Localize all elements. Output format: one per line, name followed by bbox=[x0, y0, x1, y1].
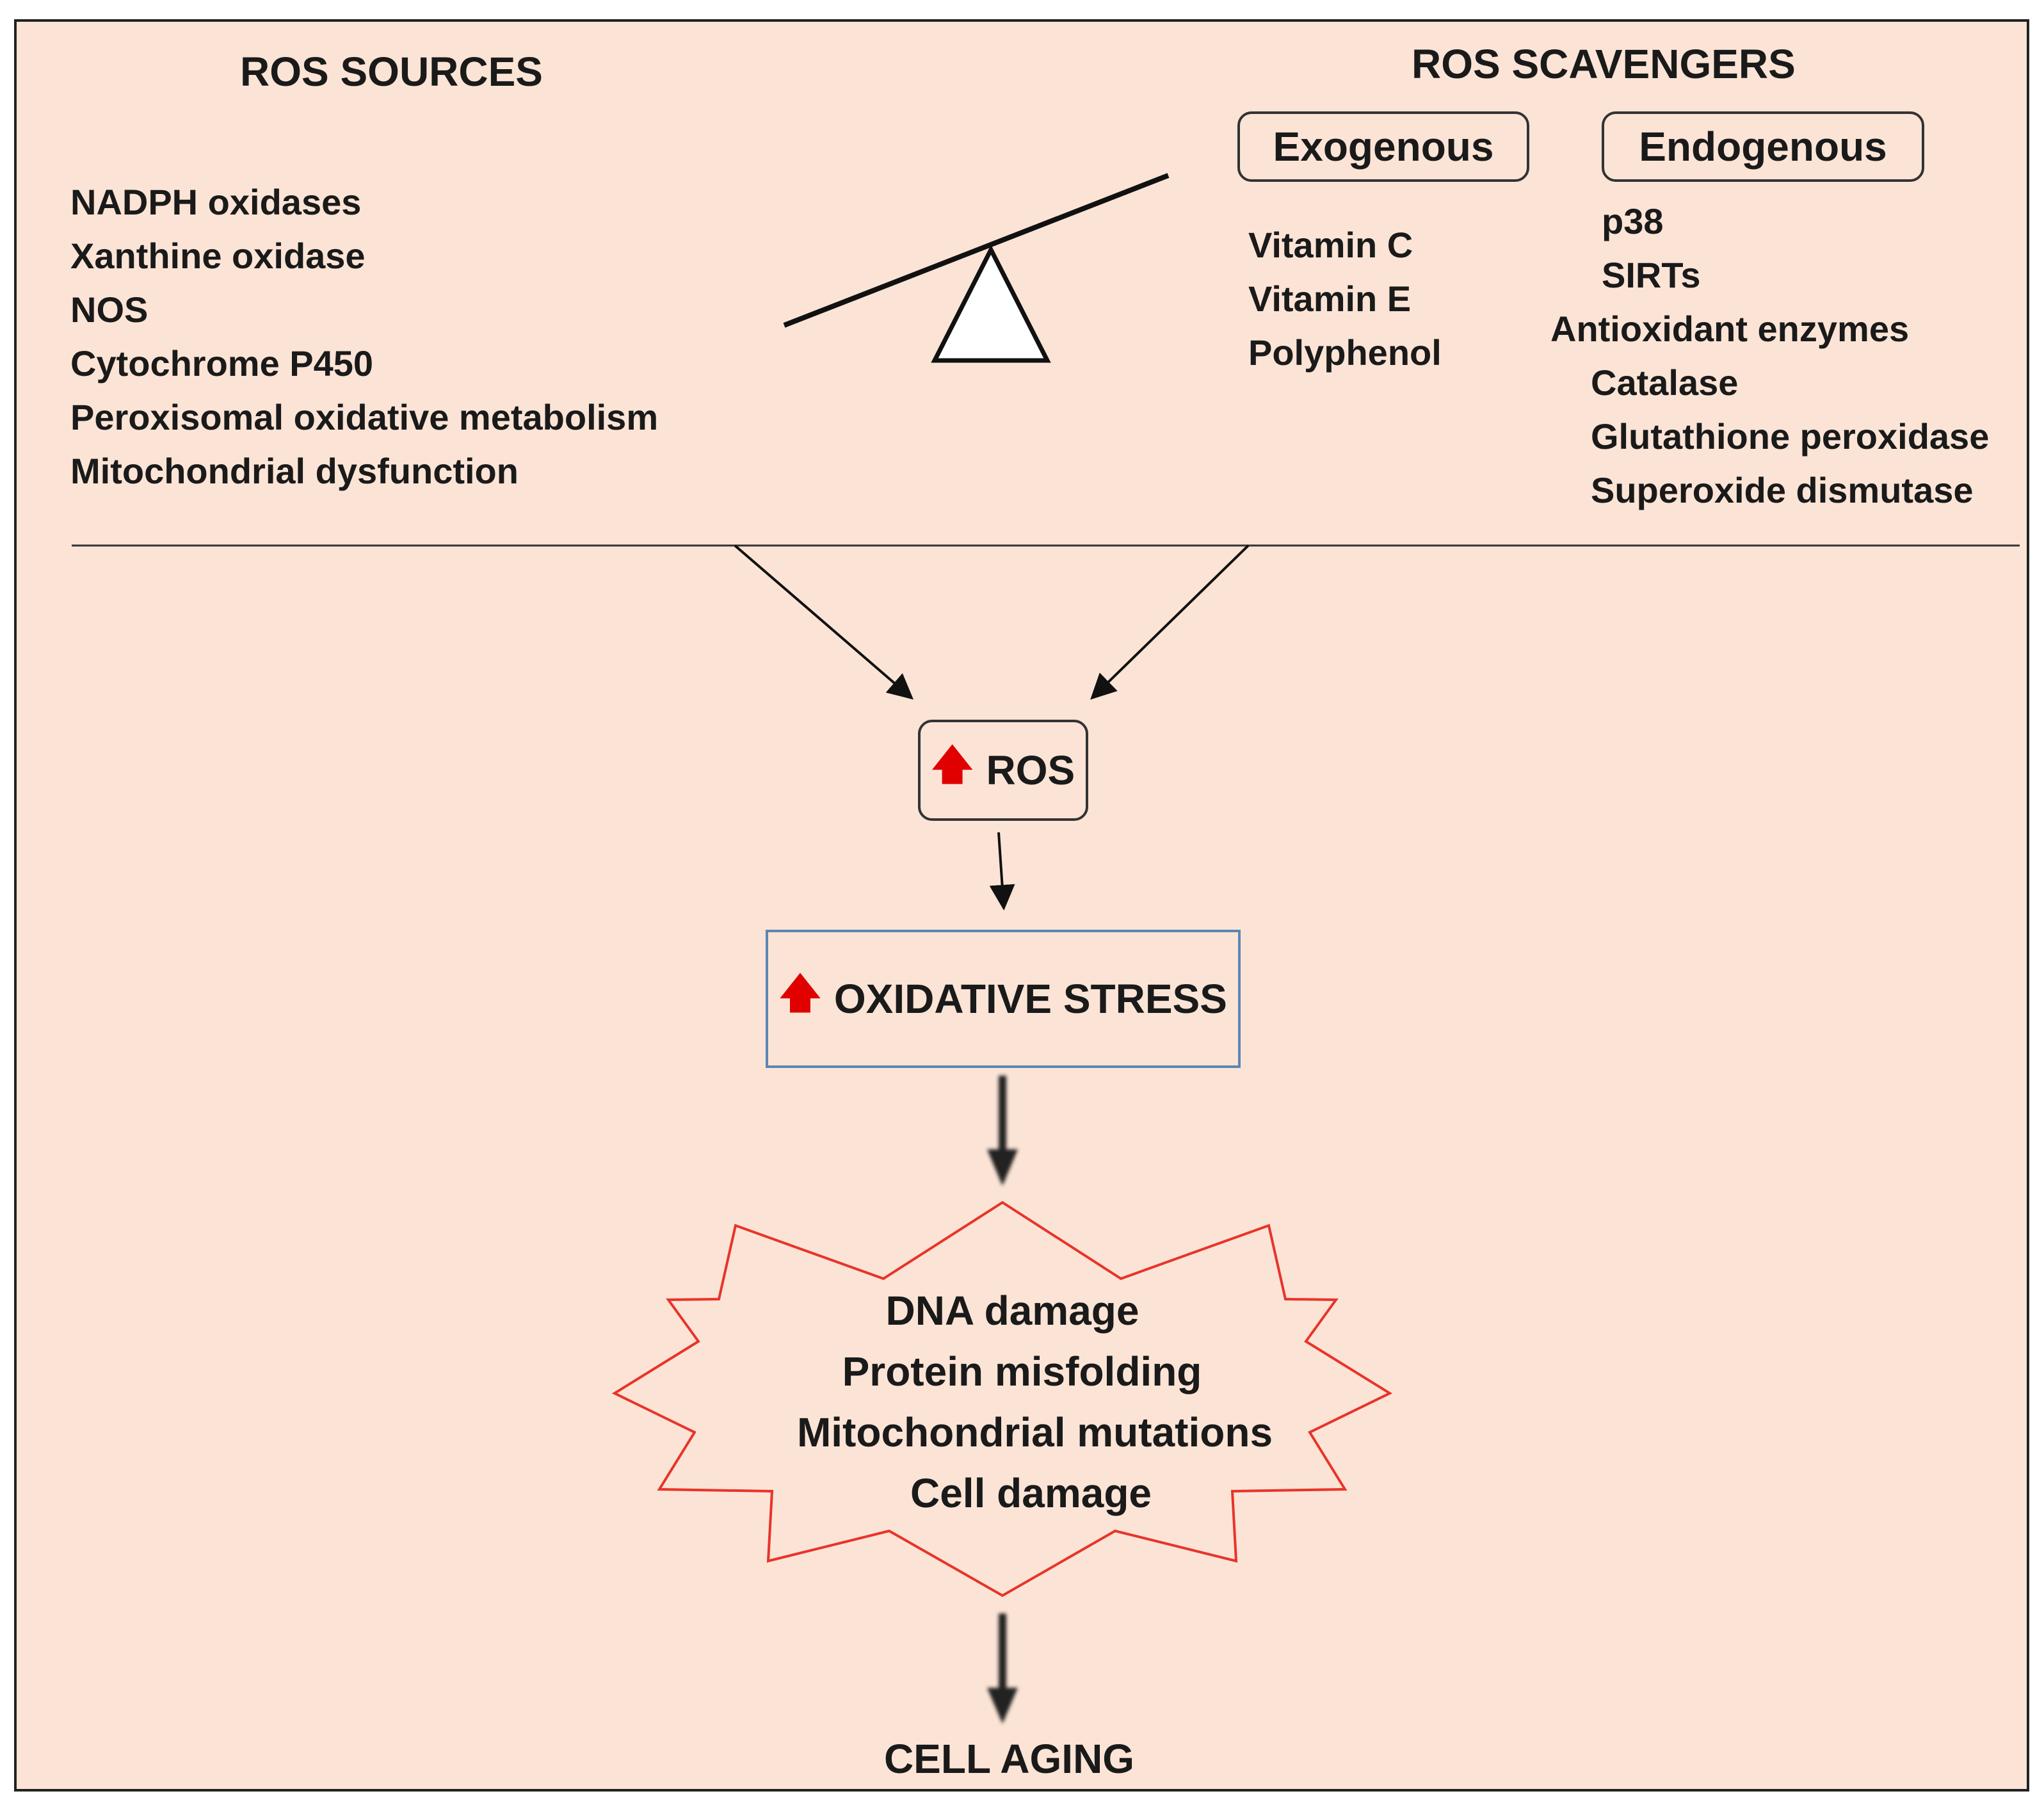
arrow-damage-to-aging bbox=[987, 1614, 1018, 1724]
scavengers-title: ROS SCAVENGERS bbox=[1412, 41, 1796, 87]
cell-aging-label: CELL AGING bbox=[883, 1736, 1135, 1782]
source-item: NADPH oxidases bbox=[70, 182, 362, 222]
exogenous-label: Exogenous bbox=[1273, 124, 1494, 170]
oxidative-stress-label: OXIDATIVE STRESS bbox=[833, 976, 1227, 1022]
sources-title: ROS SOURCES bbox=[240, 49, 543, 95]
endogenous-item: SIRTs bbox=[1602, 255, 1701, 295]
source-item: Xanthine oxidase bbox=[70, 236, 366, 276]
endogenous-box: Endogenous bbox=[1602, 111, 1924, 182]
balance-beam bbox=[783, 173, 1170, 328]
endogenous-item: Glutathione peroxidase bbox=[1591, 416, 1990, 457]
arrow-stress-to-damage bbox=[987, 1076, 1018, 1186]
damage-item: Mitochondrial mutations bbox=[796, 1409, 1273, 1455]
exogenous-item: Vitamin C bbox=[1248, 225, 1413, 265]
damage-item: Cell damage bbox=[910, 1470, 1152, 1516]
exogenous-item: Vitamin E bbox=[1248, 279, 1412, 319]
damage-starburst bbox=[611, 1201, 1393, 1598]
exogenous-item: Polyphenol bbox=[1248, 332, 1442, 373]
source-item: Mitochondrial dysfunction bbox=[70, 451, 519, 491]
arrow-scavengers-to-ros bbox=[1090, 544, 1250, 700]
source-item: Peroxisomal oxidative metabolism bbox=[70, 397, 659, 437]
endogenous-item: p38 bbox=[1602, 201, 1664, 241]
arrow-sources-to-ros bbox=[734, 544, 914, 700]
endogenous-item: Superoxide dismutase bbox=[1591, 470, 1974, 510]
ros-box: 🡅 ROS bbox=[918, 720, 1088, 821]
endogenous-label: Endogenous bbox=[1639, 124, 1887, 170]
exogenous-box: Exogenous bbox=[1237, 111, 1529, 182]
damage-item: Protein misfolding bbox=[842, 1348, 1202, 1395]
damage-item: DNA damage bbox=[885, 1288, 1139, 1334]
increase-arrow-icon: 🡅 bbox=[779, 970, 821, 1016]
balance-fulcrum bbox=[931, 245, 1051, 363]
arrow-ros-to-stress bbox=[989, 832, 1015, 910]
increase-arrow-icon: 🡅 bbox=[931, 741, 974, 788]
source-item: NOS bbox=[70, 289, 149, 330]
endogenous-item: Catalase bbox=[1591, 362, 1739, 403]
ros-label: ROS bbox=[986, 747, 1075, 793]
oxidative-stress-box: 🡅 OXIDATIVE STRESS bbox=[766, 930, 1241, 1068]
endogenous-item: Antioxidant enzymes bbox=[1550, 309, 1910, 349]
source-item: Cytochrome P450 bbox=[70, 343, 374, 384]
